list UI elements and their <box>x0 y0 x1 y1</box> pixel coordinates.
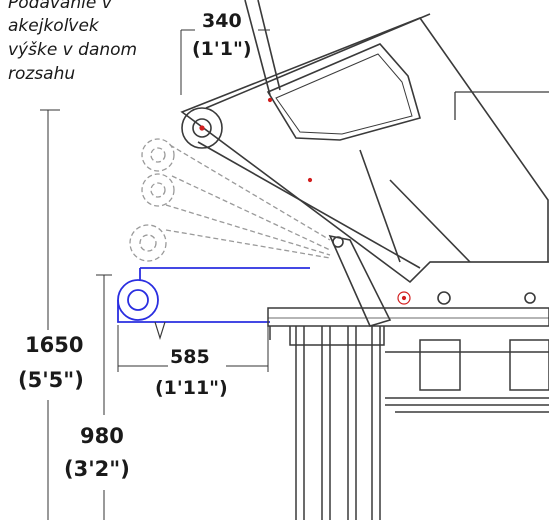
frame-box <box>430 91 549 263</box>
conveyor-tip <box>154 321 166 341</box>
base-table <box>267 307 549 520</box>
dim-585-ftin: (1'11") <box>155 377 228 399</box>
dimension-340 <box>180 29 270 95</box>
lower-conveyor <box>117 267 310 323</box>
upper-hopper <box>180 0 549 327</box>
dim-980-mm: 980 <box>80 424 124 448</box>
dim-980-ftin: (3'2") <box>64 457 130 481</box>
dim-1650-ftin: (5'5") <box>18 368 84 392</box>
dimension-980-line <box>96 274 112 520</box>
note-line-3: výške v danom <box>8 40 138 60</box>
note-line-2: akejkoľvek <box>8 16 99 36</box>
dim-340-ftin: (1'1") <box>192 38 252 60</box>
dim-1650-mm: 1650 <box>25 333 84 357</box>
red-markers <box>199 97 411 305</box>
dim-340-mm: 340 <box>202 10 242 32</box>
dimension-1650-line <box>40 109 60 520</box>
dimension-585-line <box>117 325 269 372</box>
dim-585-mm: 585 <box>170 346 210 368</box>
ghost-positions <box>129 138 331 262</box>
note-line-4: rozsahu <box>8 64 76 84</box>
note-line-1: Podávanie v <box>8 0 112 13</box>
